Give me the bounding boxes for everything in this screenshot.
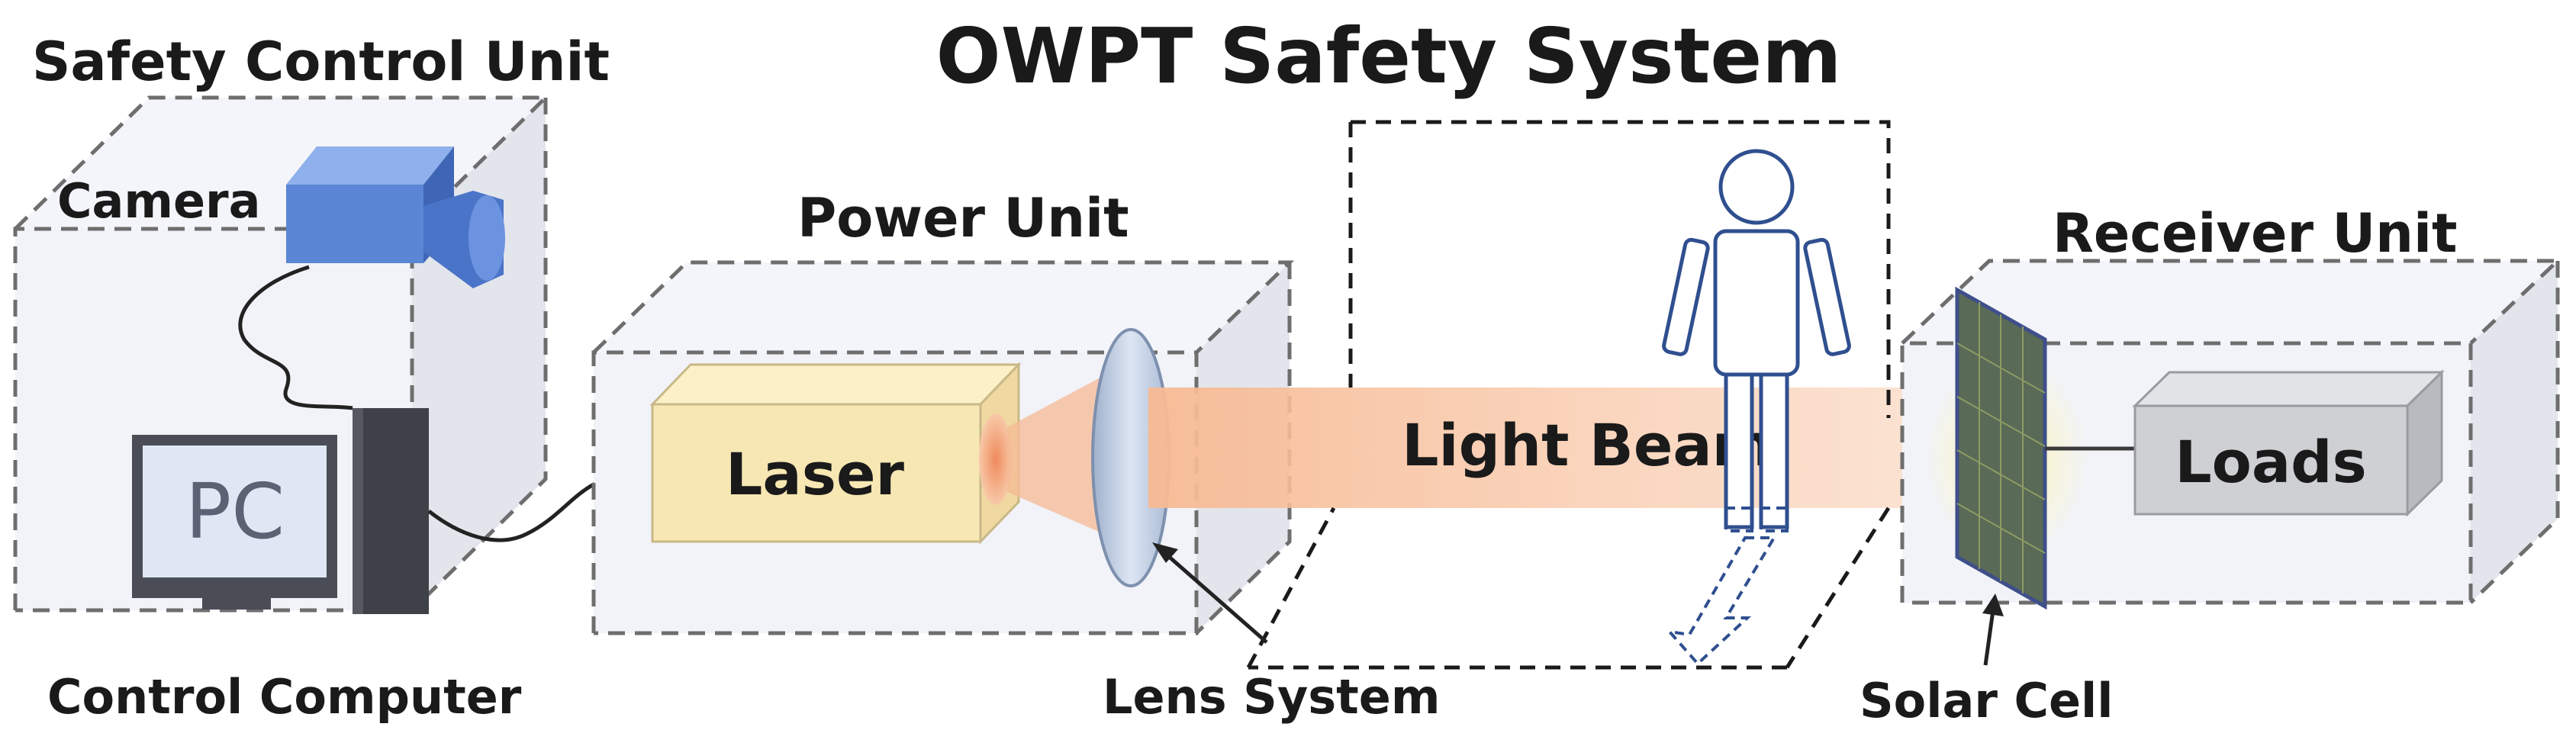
pc-tower-icon	[353, 408, 429, 614]
loads-icon	[2132, 369, 2445, 517]
power-unit-label: Power Unit	[797, 187, 1129, 249]
diagram-title: OWPT Safety System	[936, 11, 1842, 101]
laser-label: Laser	[726, 440, 904, 508]
solar-cell-icon	[1955, 286, 2047, 610]
solar-cell-label: Solar Cell	[1860, 673, 2114, 729]
person-icon	[1662, 149, 1851, 529]
safety-control-unit-label: Safety Control Unit	[32, 31, 610, 93]
lens-callout-arrow	[1152, 542, 1268, 644]
control-computer-label: Control Computer	[47, 669, 522, 725]
light-beam	[1148, 388, 2024, 508]
pc-label: PC	[185, 467, 285, 556]
receiver-unit-label: Receiver Unit	[2053, 202, 2457, 265]
light-beam-label: Light Beam	[1402, 411, 1773, 479]
camera-icon	[286, 146, 505, 288]
laser-icon	[649, 362, 1022, 545]
person-shadow	[1665, 507, 1789, 666]
solar-cell-callout-arrow	[1982, 593, 2004, 666]
lens-system-label: Lens System	[1103, 669, 1440, 725]
pc-monitor-icon	[132, 435, 337, 610]
camera-cable	[238, 265, 353, 410]
loads-label: Loads	[2175, 428, 2367, 496]
camera-label: Camera	[57, 173, 260, 229]
